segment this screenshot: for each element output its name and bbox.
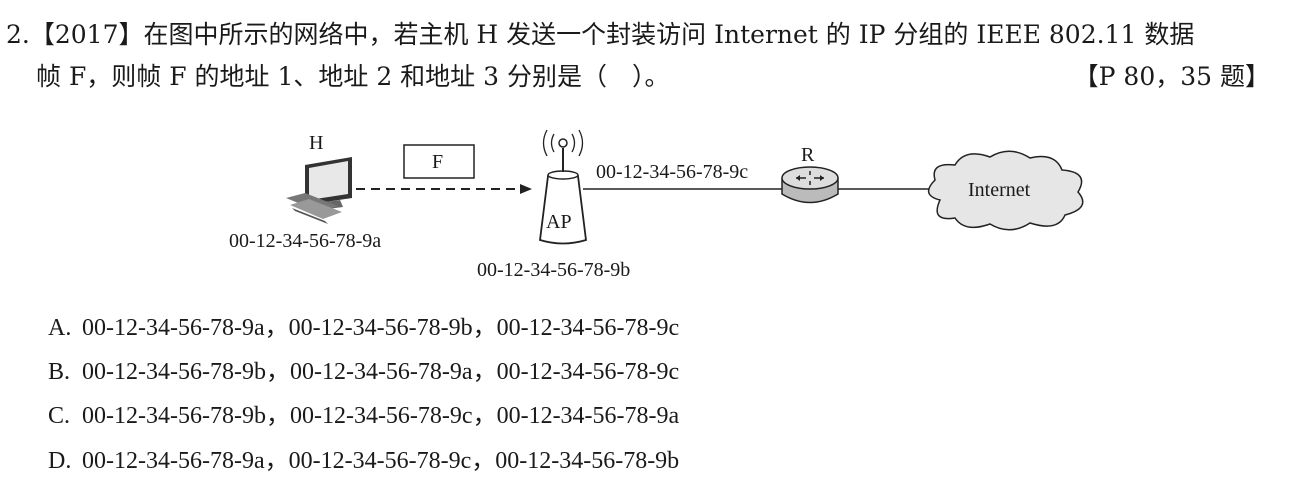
internet-label: Internet: [968, 179, 1031, 201]
ap-label: AP: [546, 211, 572, 233]
option-text: 00-12-34-56-78-9b，00-12-34-56-78-9a，00-1…: [82, 359, 680, 385]
frame-label: F: [432, 151, 444, 173]
question-line-2: 帧 F，则帧 F 的地址 1、地址 2 和地址 3 分别是（ ）。: [36, 61, 670, 93]
router-icon: [781, 166, 839, 204]
internet-cloud-icon: [927, 150, 1084, 231]
frame-box: [403, 144, 475, 179]
router-mac-label: 00-12-34-56-78-9c: [596, 161, 749, 183]
option-text: 00-12-34-56-78-9a，00-12-34-56-78-9b，00-1…: [82, 315, 680, 341]
host-label: H: [309, 132, 324, 154]
option-d: D. 00-12-34-56-78-9a，00-12-34-56-78-9c，00…: [48, 446, 679, 476]
question-source: 【P 80，35 题】: [1073, 62, 1270, 91]
question-text-line-2: 帧 F，则帧 F 的地址 1、地址 2 和地址 3 分别是（ ）。: [36, 62, 670, 91]
question-year-tag: 【2017】: [29, 20, 144, 49]
access-point-icon: [539, 129, 587, 245]
question-number: 2.: [6, 20, 30, 49]
frame-arrowhead: [520, 184, 532, 194]
option-letter: D.: [48, 448, 72, 474]
option-letter: B.: [48, 359, 71, 385]
option-a: A. 00-12-34-56-78-9a，00-12-34-56-78-9b，00…: [48, 313, 679, 343]
option-c: C. 00-12-34-56-78-9b，00-12-34-56-78-9c，00…: [48, 401, 679, 431]
question-line-1: 2.【2017】在图中所示的网络中，若主机 H 发送一个封装访问 Interne…: [6, 19, 1194, 51]
option-text: 00-12-34-56-78-9b，00-12-34-56-78-9c，00-1…: [82, 403, 680, 429]
option-letter: C.: [48, 403, 71, 429]
host-computer-icon: [286, 157, 352, 224]
option-b: B. 00-12-34-56-78-9b，00-12-34-56-78-9a，00…: [48, 357, 679, 387]
host-mac-label: 00-12-34-56-78-9a: [229, 230, 382, 252]
ap-mac-label: 00-12-34-56-78-9b: [477, 259, 631, 281]
option-letter: A.: [48, 315, 72, 341]
question-text-line-1: 在图中所示的网络中，若主机 H 发送一个封装访问 Internet 的 IP 分…: [143, 20, 1195, 49]
option-text: 00-12-34-56-78-9a，00-12-34-56-78-9c，00-1…: [82, 448, 680, 474]
router-label: R: [801, 144, 815, 166]
